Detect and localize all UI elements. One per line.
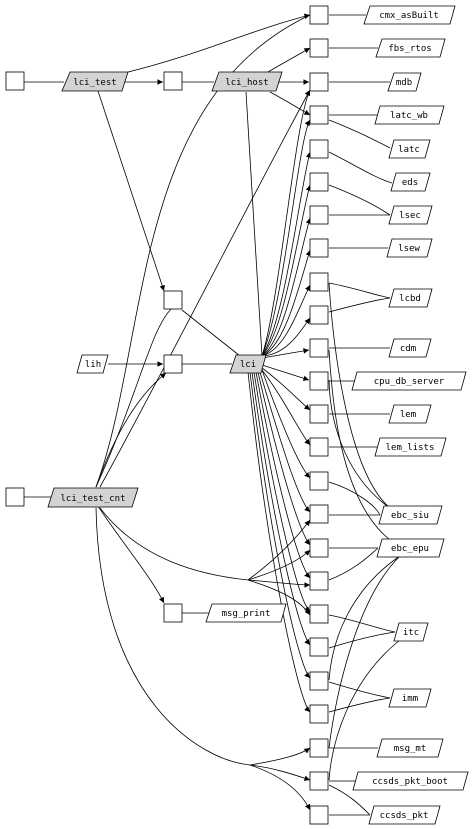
node-lsew-label: lsew xyxy=(398,244,420,254)
node-box[interactable] xyxy=(309,671,329,691)
node-box[interactable] xyxy=(5,487,25,507)
node-imm-label: imm xyxy=(402,694,418,704)
node-cpu-db-server-label: cpu_db_server xyxy=(374,377,445,387)
node-ccsds-pkt-label: ccsds_pkt xyxy=(380,811,429,821)
node-cdm-label: cdm xyxy=(400,344,416,354)
node-box[interactable] xyxy=(309,105,329,125)
node-box[interactable] xyxy=(309,771,329,791)
node-eds-shape[interactable] xyxy=(390,172,431,192)
node-lci-host-shape[interactable] xyxy=(211,71,283,92)
node-box[interactable] xyxy=(309,172,329,192)
node-cpu-db-server-shape[interactable] xyxy=(351,371,467,391)
node-labels: lci_test lci_host lih lci lci_test_cnt m… xyxy=(60,11,447,821)
node-box[interactable] xyxy=(163,71,183,91)
node-eds-label: eds xyxy=(402,178,418,188)
node-lem-lists-label: lem_lists xyxy=(386,443,435,453)
node-ebc-siu-shape[interactable] xyxy=(378,505,443,525)
node-lci-host-label: lci_host xyxy=(225,78,268,88)
edges xyxy=(24,13,401,816)
node-box[interactable] xyxy=(309,738,329,758)
node-box[interactable] xyxy=(309,272,329,292)
node-ebc-siu-label: ebc_siu xyxy=(391,511,429,521)
node-lih-shape[interactable] xyxy=(76,354,109,374)
node-latc-wb-shape[interactable] xyxy=(374,105,445,125)
node-lci-test-cnt-label: lci_test_cnt xyxy=(60,494,125,504)
node-ebc-epu-label: ebc_epu xyxy=(391,544,429,554)
highlighted-nodes xyxy=(47,71,283,508)
node-box[interactable] xyxy=(309,338,329,358)
node-box[interactable] xyxy=(309,38,329,58)
node-box[interactable] xyxy=(309,238,329,258)
node-lci-test-cnt-shape[interactable] xyxy=(47,487,139,508)
node-cmx-asbuilt-label: cmx_asBuilt xyxy=(379,11,439,21)
node-fbs-rtos-label: fbs_rtos xyxy=(388,44,431,54)
node-box[interactable] xyxy=(309,538,329,558)
node-lci-test-shape[interactable] xyxy=(61,71,129,92)
node-latc-label: latc xyxy=(398,145,420,155)
node-lem-label: lem xyxy=(400,410,416,420)
node-box[interactable] xyxy=(309,205,329,225)
node-lci-test-label: lci_test xyxy=(73,78,116,88)
node-lsec-shape[interactable] xyxy=(388,205,433,225)
node-msg-print-shape[interactable] xyxy=(205,603,287,623)
node-box[interactable] xyxy=(309,504,329,524)
node-lem-shape[interactable] xyxy=(388,404,432,424)
node-box[interactable] xyxy=(309,805,329,825)
node-mdb-shape[interactable] xyxy=(387,72,422,92)
node-box[interactable] xyxy=(309,637,329,657)
node-latc-shape[interactable] xyxy=(388,139,431,159)
node-box[interactable] xyxy=(309,404,329,424)
node-box[interactable] xyxy=(309,5,329,25)
node-lci-shape[interactable] xyxy=(229,354,267,374)
node-box[interactable] xyxy=(5,71,25,91)
node-lsew-shape[interactable] xyxy=(386,238,433,258)
node-box[interactable] xyxy=(309,72,329,92)
node-lcbd-shape[interactable] xyxy=(388,288,433,308)
node-lcbd-label: lcbd xyxy=(399,294,421,304)
node-box[interactable] xyxy=(309,139,329,159)
node-box[interactable] xyxy=(163,354,183,374)
node-lci-label: lci xyxy=(240,360,256,370)
node-box[interactable] xyxy=(309,371,329,391)
node-fbs-rtos-shape[interactable] xyxy=(375,38,446,58)
node-box[interactable] xyxy=(309,437,329,457)
node-cmx-asbuilt-shape[interactable] xyxy=(363,5,456,25)
box-nodes xyxy=(5,5,329,825)
node-box[interactable] xyxy=(309,704,329,724)
node-msg-print-label: msg_print xyxy=(222,609,271,619)
node-msg-mt-shape[interactable] xyxy=(376,738,444,758)
node-ccsds-pkt-shape[interactable] xyxy=(368,805,441,825)
node-box[interactable] xyxy=(309,471,329,491)
node-box[interactable] xyxy=(309,604,329,624)
node-ccsds-pkt-boot-label: ccsds_pkt_boot xyxy=(372,777,448,787)
node-latc-wb-label: latc_wb xyxy=(390,111,428,121)
node-box[interactable] xyxy=(163,290,183,310)
node-imm-shape[interactable] xyxy=(388,688,432,708)
node-ebc-epu-shape[interactable] xyxy=(376,538,445,558)
node-box[interactable] xyxy=(309,305,329,325)
node-mdb-label: mdb xyxy=(396,78,412,88)
node-box[interactable] xyxy=(309,571,329,591)
node-cdm-shape[interactable] xyxy=(388,338,432,358)
node-msg-mt-label: msg_mt xyxy=(394,744,427,754)
node-ccsds-pkt-boot-shape[interactable] xyxy=(352,771,469,791)
node-lsec-label: lsec xyxy=(399,211,421,221)
node-lem-lists-shape[interactable] xyxy=(374,437,447,457)
node-itc-shape[interactable] xyxy=(393,622,429,642)
node-lih-label: lih xyxy=(85,360,101,370)
node-box[interactable] xyxy=(163,603,183,623)
label-nodes xyxy=(76,5,469,825)
node-itc-label: itc xyxy=(403,628,419,638)
